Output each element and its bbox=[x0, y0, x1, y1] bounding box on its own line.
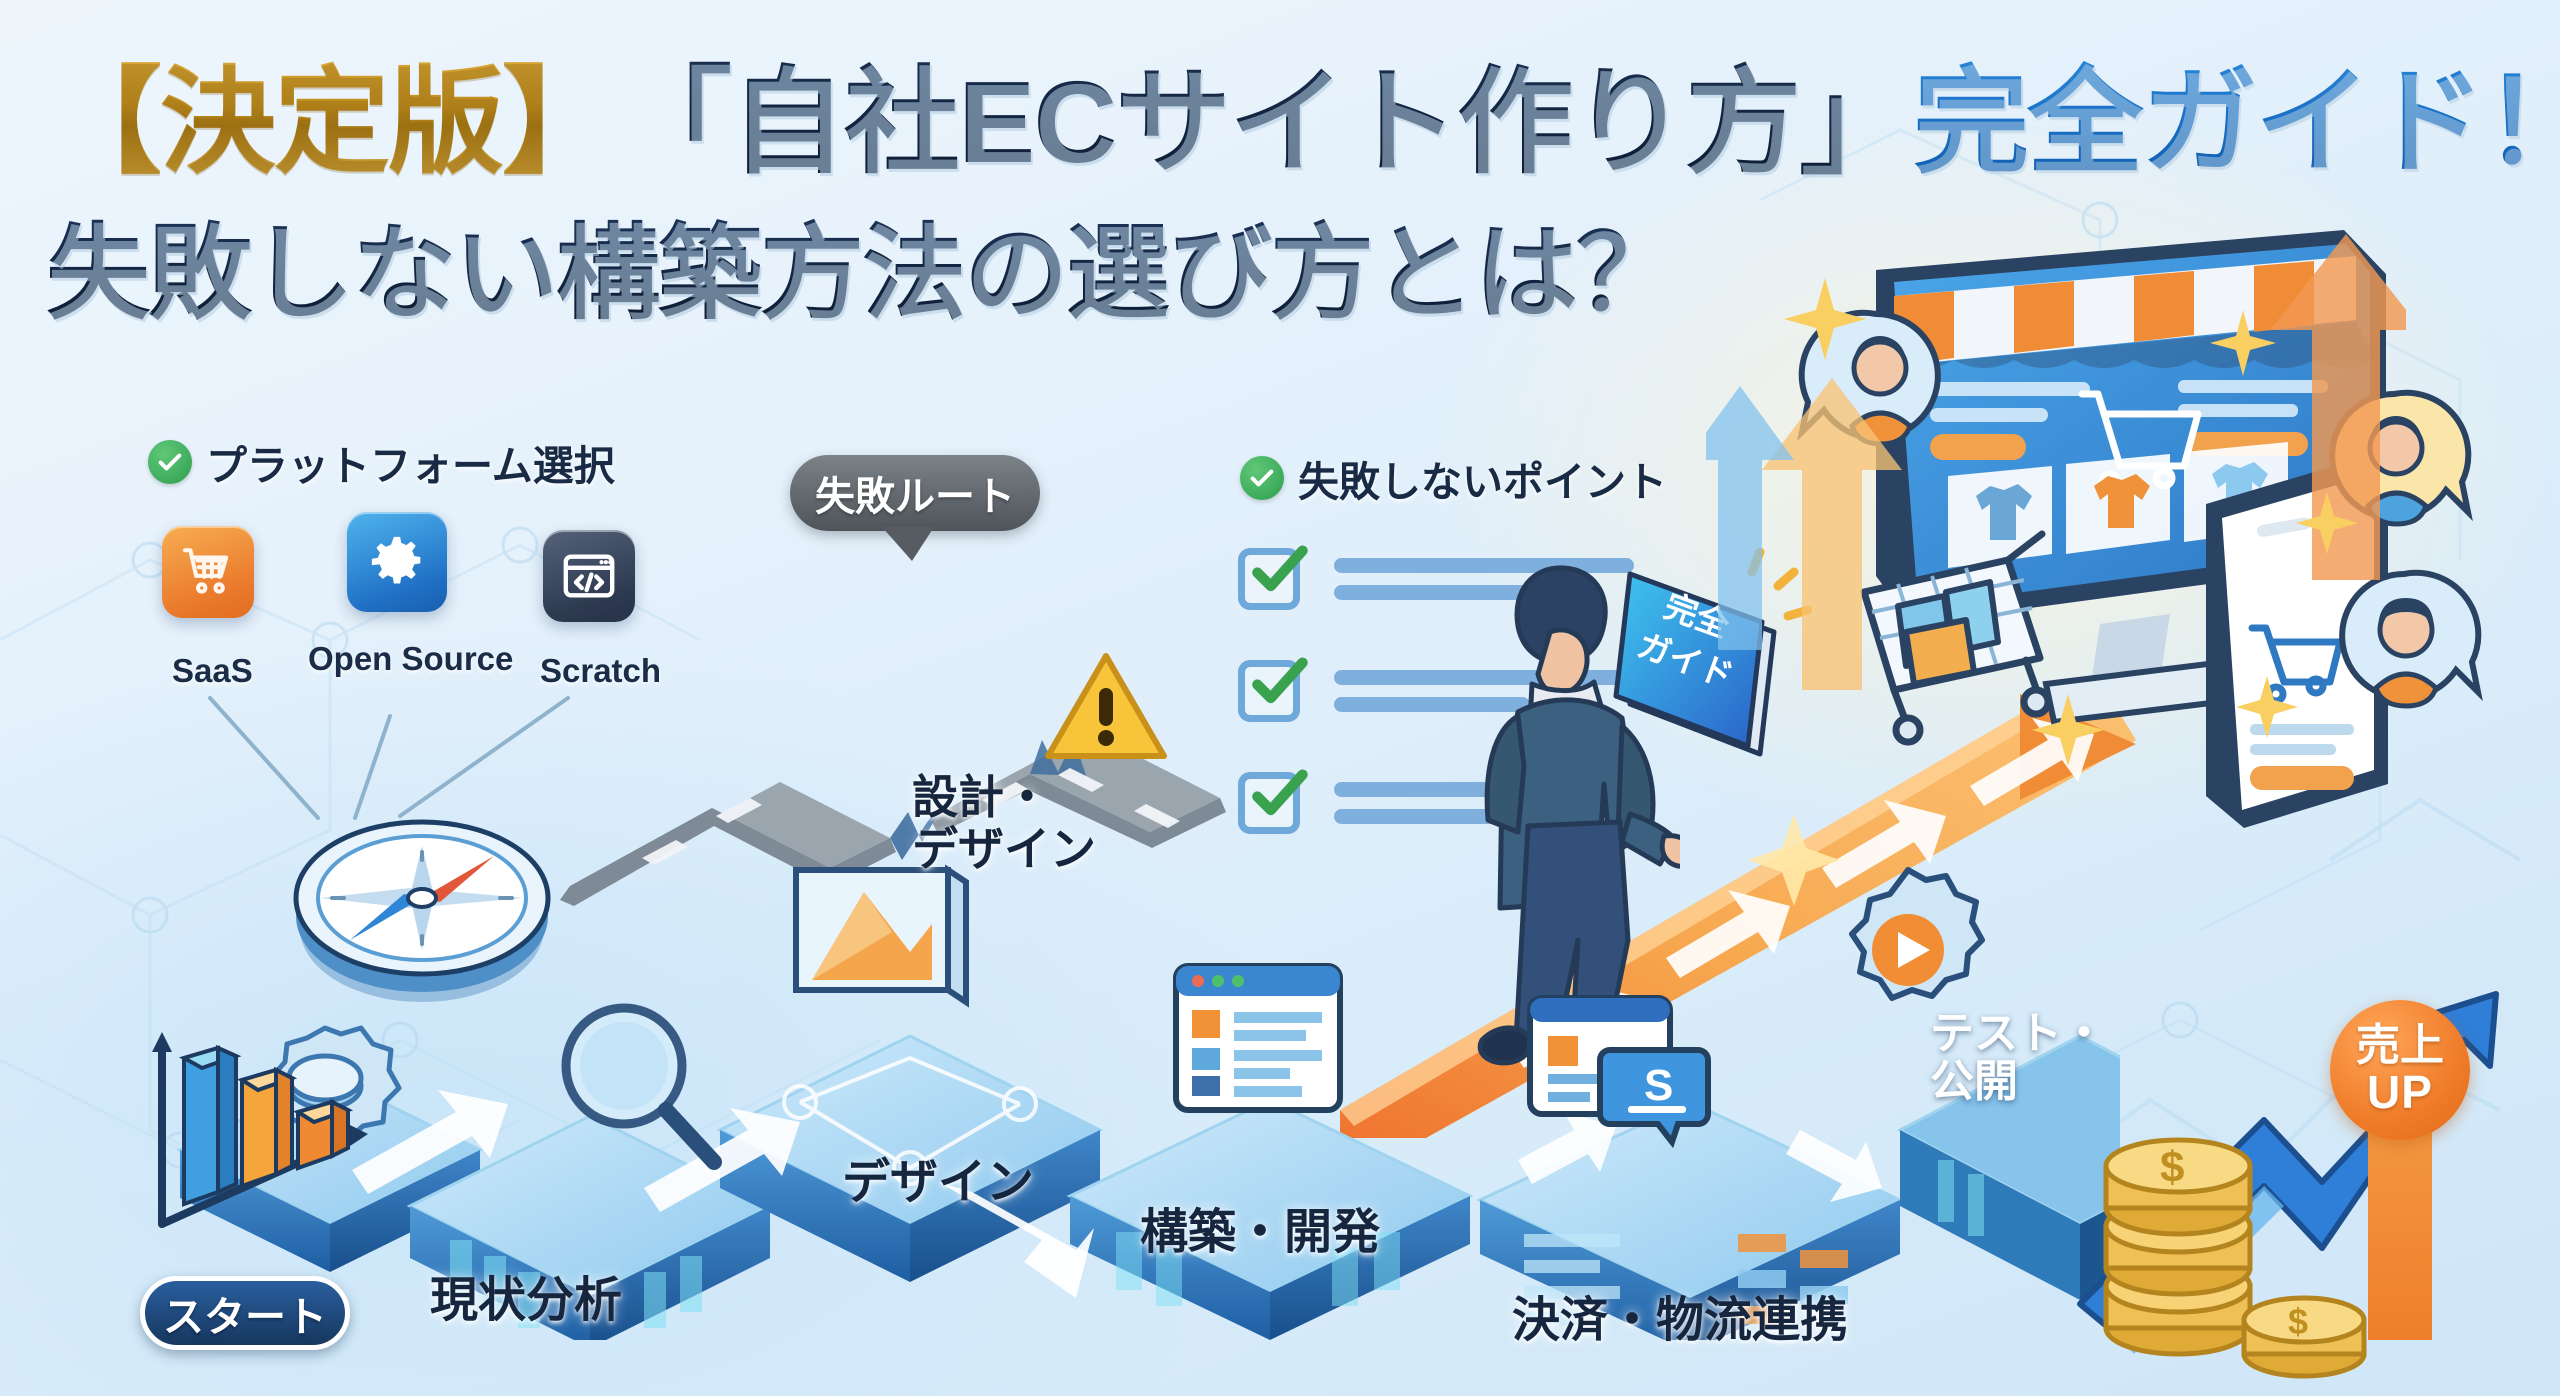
platform-label-scratch: Scratch bbox=[540, 652, 662, 689]
shopping-cart-icon bbox=[1860, 530, 2052, 746]
start-badge-text: スタート bbox=[163, 1294, 327, 1340]
play-gear-icon bbox=[1849, 867, 1985, 1001]
coin-stack-icon: $ $ bbox=[2103, 1137, 2367, 1379]
platform-selection-heading: プラットフォーム選択 bbox=[148, 432, 615, 492]
title-subline: 失敗しない構築方法の選び方とは？ bbox=[46, 216, 1680, 332]
points-heading-text: 失敗しないポイント bbox=[1298, 459, 1667, 505]
check-circle-icon bbox=[1240, 456, 1284, 500]
sparkle-icons bbox=[1784, 278, 2358, 766]
page-title: 【決定版】 「自社ECサイト作り方」 完全ガイド！ 失敗しない構築方法の選び方と… bbox=[46, 28, 2560, 339]
svg-text:S: S bbox=[1644, 1061, 1673, 1110]
customer-avatar bbox=[2339, 569, 2483, 709]
checkbox-checked-icon[interactable] bbox=[1238, 769, 1308, 834]
checklist-item[interactable] bbox=[1238, 545, 1634, 610]
gear-icon bbox=[371, 536, 421, 584]
sales-up-badge-line1: 売上 bbox=[2356, 1021, 2444, 1071]
sales-up-badge-line2: UP bbox=[2367, 1065, 2433, 1118]
platform-connector-lines bbox=[208, 696, 570, 820]
coin-currency-symbol: $ bbox=[2288, 1301, 2308, 1342]
step-label-2: 設計・ デザイン bbox=[912, 771, 1096, 875]
browser-window-icon bbox=[1173, 963, 1343, 1113]
warning-triangle-icon bbox=[1045, 653, 1167, 759]
step-label-3: デザイン bbox=[842, 1156, 1035, 1209]
check-circle-icon bbox=[148, 440, 192, 484]
process-step-blocks bbox=[176, 1034, 2120, 1340]
magnifier-icon bbox=[561, 1003, 722, 1170]
step-label-4: 構築・開発 bbox=[1140, 1206, 1381, 1259]
bar-chart-icon bbox=[152, 1032, 368, 1228]
step-block-5 bbox=[1896, 1034, 2120, 1300]
step-label-6: テスト・ 公開 bbox=[1930, 1009, 2106, 1107]
coin-currency-symbol: $ bbox=[2160, 1143, 2184, 1192]
step-block-2 bbox=[716, 1034, 1104, 1282]
sales-up-badge: 売上 UP bbox=[2330, 1000, 2470, 1140]
platform-label-saas: SaaS bbox=[172, 652, 253, 689]
design-canvas-icon bbox=[793, 864, 969, 1008]
compass-icon bbox=[293, 819, 551, 1002]
platform-tile-open-source[interactable] bbox=[347, 512, 447, 612]
checkbox-checked-icon[interactable] bbox=[1238, 545, 1308, 610]
title-gold-bracket: 【決定版】 bbox=[46, 28, 618, 196]
growth-arrows bbox=[1706, 234, 2406, 690]
step-block-1 bbox=[406, 1114, 774, 1340]
failure-route-badge-text: 失敗ルート bbox=[815, 475, 1015, 519]
step-block-4 bbox=[1476, 1100, 1904, 1340]
failure-route-badge: 失敗ルート bbox=[790, 455, 1040, 561]
points-heading: 失敗しないポイント bbox=[1240, 448, 1667, 508]
platform-label-open-source: Open Source bbox=[308, 640, 514, 677]
platform-tile-scratch[interactable] bbox=[543, 530, 635, 622]
step-label-1: 現状分析 bbox=[430, 1274, 623, 1327]
shopping-cart-icon bbox=[182, 548, 229, 594]
start-badge: スタート bbox=[140, 1276, 350, 1350]
step-block-3 bbox=[1066, 1098, 1474, 1340]
checkbox-checked-icon[interactable] bbox=[1238, 657, 1308, 722]
platform-tile-saas[interactable] bbox=[162, 526, 254, 618]
platform-selection-heading-text: プラットフォーム選択 bbox=[206, 443, 615, 489]
step-label-5: 決済・物流連携 bbox=[1512, 1294, 1849, 1347]
payment-card-icon: S bbox=[1527, 995, 1711, 1149]
title-blue-tail: 完全ガイド！ bbox=[1913, 28, 2560, 196]
title-navy-main: 「自社ECサイト作り方」 bbox=[616, 28, 1915, 196]
code-window-icon bbox=[563, 554, 615, 598]
